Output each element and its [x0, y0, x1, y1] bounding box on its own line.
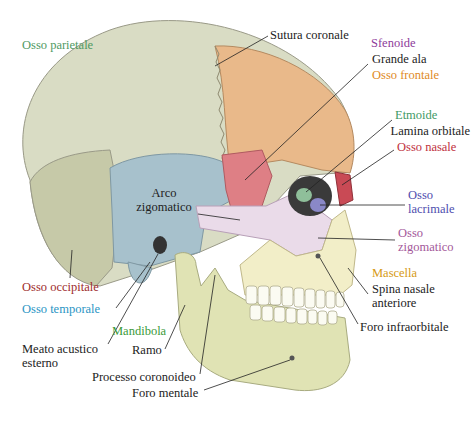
- part-label: Ramo: [132, 343, 162, 357]
- part-label: Foro mentale: [132, 386, 198, 400]
- part-label: Etmoide: [395, 108, 437, 122]
- part-label: Foro infraorbitale: [360, 320, 449, 334]
- part-label: Sfenoide: [371, 36, 415, 50]
- part-label: Arco zigomatico: [128, 186, 200, 214]
- part-label: Sutura coronale: [270, 28, 349, 42]
- part-label: Lamina orbitale: [391, 124, 470, 138]
- part-label: Osso parietale: [22, 38, 93, 52]
- part-label: Mandibola: [112, 324, 166, 338]
- part-label: Meato acustico esterno: [22, 342, 112, 370]
- part-label: Osso nasale: [397, 140, 456, 154]
- part-label: Grande ala: [372, 52, 426, 66]
- part-label: Osso occipitale: [22, 280, 99, 294]
- part-label: Osso zigomatico: [398, 226, 468, 254]
- part-label: Processo coronoideo: [92, 370, 196, 384]
- part-label: Osso temporale: [22, 302, 100, 316]
- part-label: Mascella: [372, 266, 417, 280]
- part-label: Osso frontale: [372, 68, 439, 82]
- part-label: Spina nasale anteriore: [372, 282, 462, 310]
- part-label: Osso lacrimale: [408, 188, 468, 216]
